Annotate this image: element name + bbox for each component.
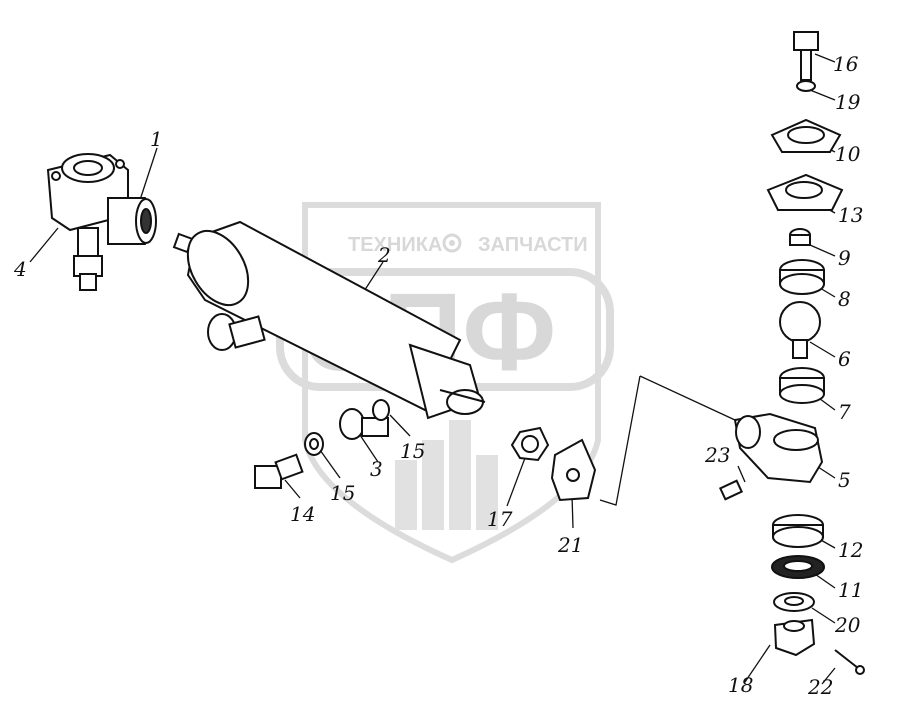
part-16-bolt <box>793 31 819 81</box>
part-3-union <box>339 408 389 440</box>
part-12-seal <box>772 514 824 548</box>
callout-1: 1 <box>150 127 163 151</box>
part-15-washer-lower <box>304 432 324 456</box>
callout-17: 17 <box>487 507 513 531</box>
callout-12: 12 <box>838 538 863 562</box>
part-6-ball-pin <box>779 301 821 359</box>
watermark-text-left: ТЕХНИКА <box>348 234 442 256</box>
callout-19: 19 <box>835 90 861 114</box>
callout-5: 5 <box>838 468 851 492</box>
callout-11: 11 <box>838 578 863 602</box>
part-14-bolt <box>254 453 304 489</box>
part-20-washer <box>773 592 815 612</box>
part-15-washer-upper <box>372 399 390 421</box>
part-9-spring-seat <box>789 228 811 246</box>
callout-3: 3 <box>370 457 383 481</box>
callout-9: 9 <box>838 246 851 270</box>
part-8-insert <box>779 259 825 295</box>
part-2-power-cylinder <box>172 220 486 420</box>
callout-22: 22 <box>807 675 833 699</box>
part-23-grease-fitting <box>718 479 744 501</box>
callout-14: 14 <box>290 502 315 526</box>
part-2-side-fitting <box>207 313 266 351</box>
callout-2: 2 <box>377 243 391 267</box>
part-7-insert <box>779 367 825 404</box>
part-17-nut <box>510 426 550 462</box>
callout-15-upper: 15 <box>400 439 425 463</box>
part-1-housing-sleeve <box>107 197 157 245</box>
part-11-ring <box>771 555 825 579</box>
leader-lines <box>29 53 836 685</box>
part-5-housing <box>733 412 824 484</box>
part-21-lock-plate <box>550 438 597 502</box>
callout-15-lower: 15 <box>330 481 355 505</box>
part-22-cotter-pin <box>834 649 865 675</box>
callout-13: 13 <box>838 203 863 227</box>
callout-16: 16 <box>833 52 859 76</box>
callout-23: 23 <box>704 443 730 467</box>
gear-icon <box>442 233 462 253</box>
watermark-buildings <box>395 420 498 530</box>
callout-6: 6 <box>838 347 851 371</box>
part-10-cover <box>770 118 842 153</box>
callout-4: 4 <box>13 257 27 281</box>
callout-10: 10 <box>835 142 861 166</box>
part-18-castle-nut <box>773 618 816 657</box>
callout-labels: 1 2 3 4 5 6 7 8 9 10 11 12 13 14 15 15 1… <box>13 52 863 699</box>
callout-7: 7 <box>838 400 851 424</box>
callout-8: 8 <box>838 287 851 311</box>
callout-20: 20 <box>834 613 861 637</box>
watermark-text-right: ЗАПЧАСТИ <box>478 234 588 256</box>
part-19-washer <box>796 80 816 92</box>
part-13-gasket <box>766 173 844 211</box>
callout-18: 18 <box>728 673 753 697</box>
callout-21: 21 <box>557 533 583 557</box>
